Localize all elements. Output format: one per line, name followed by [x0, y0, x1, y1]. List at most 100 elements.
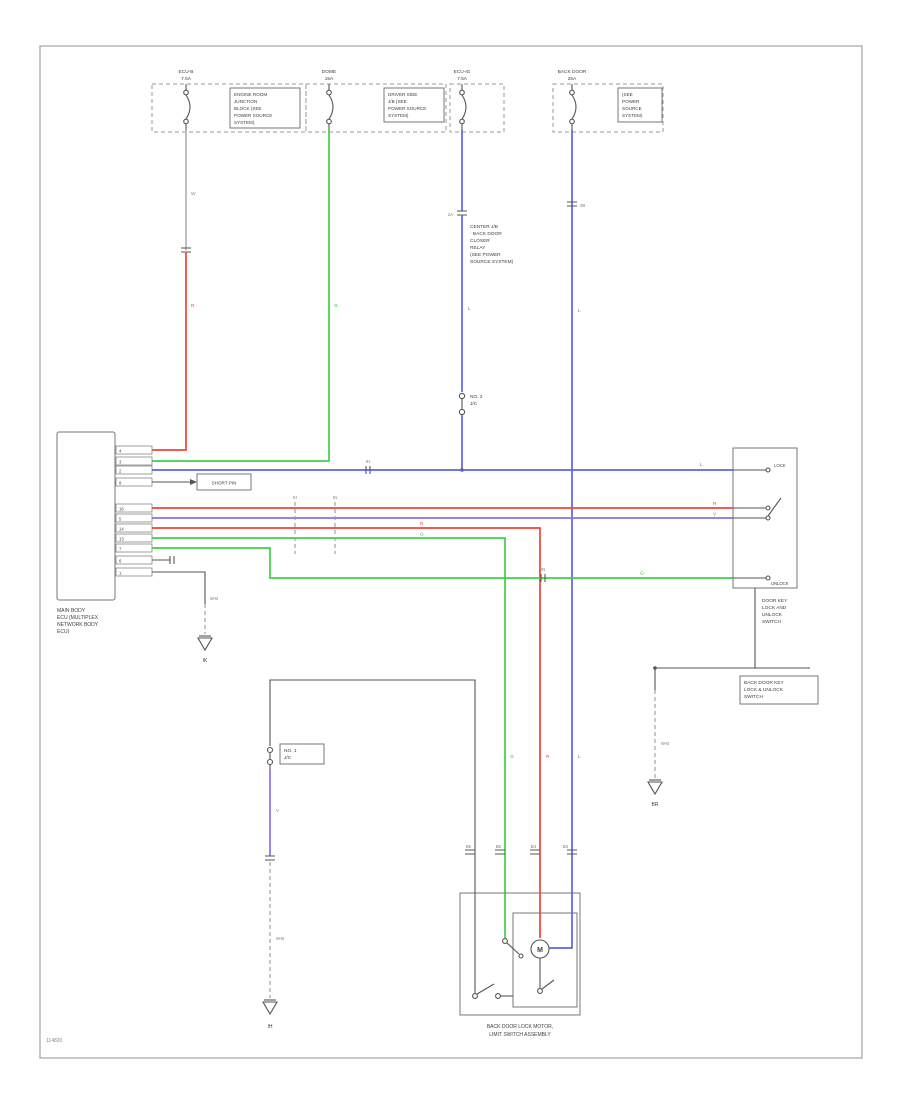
wire-ecuig-circuit: 2A L CENTER J/B · BACK DOOR CLOSER RELAY…	[448, 130, 514, 472]
jb-a-note-line: BLOCK (SEE	[234, 106, 262, 111]
pin-number: 7	[119, 547, 122, 552]
center-jb-note-line: (SEE POWER	[470, 252, 501, 258]
switch-arm	[767, 497, 782, 517]
wire-color-code: W-B	[276, 936, 284, 941]
ecu-label-line: ECU)	[57, 629, 70, 635]
wire-color-code: R	[191, 303, 195, 309]
wire-bus-horizontal: L IH SHORT PIN R V R R B4 G G B5 G IN IH…	[152, 459, 733, 893]
main-body-ecu-block: MAIN BODY ECU (MULTIPLEX NETWORK BODY EC…	[56, 431, 153, 635]
fuse-b-name: DOME	[322, 69, 336, 75]
motor-inner-outline	[512, 912, 578, 1008]
inline-connector-boundaries	[294, 502, 336, 554]
ecu-pin-row: 7	[115, 543, 153, 553]
wire-color-code: V	[713, 512, 717, 518]
switch-arm	[506, 942, 520, 955]
back-door-lock-motor-assembly: M BACK DOOR LOCK MOTOR, LIMIT SWITCH ASS…	[459, 892, 581, 1038]
connector-code: 2A	[448, 212, 453, 217]
center-jb-note-line: SOURCE SYSTEM)	[470, 259, 514, 265]
wire-color-code: G	[640, 571, 644, 577]
jc-no1-label: NO. 1	[284, 748, 297, 754]
junction-connector-no1: NO. 1 J/C	[266, 743, 325, 766]
fuse-block-b: DOME 15A DRIVER SIDE J/B (SEE POWER SOUR…	[305, 69, 447, 133]
key-lock-switch-assembly: LOCK UNLOCK DOOR KEY LOCK AND UNLOCK SWI…	[732, 447, 798, 625]
key-switch-assy-line: SWITCH	[744, 694, 763, 700]
junction-block-b-note-box	[383, 87, 445, 123]
junction-block-d-note-box	[617, 87, 663, 123]
wire-stub-row	[152, 556, 175, 564]
junction-block-a-dashed-box	[151, 83, 307, 133]
ecu-pin-row: 2	[115, 465, 153, 475]
fuse-c-amp: 7.5A	[457, 76, 468, 82]
connector-code: 2B	[580, 203, 585, 208]
wire-color-code: R	[713, 501, 717, 507]
ecu-label-line: NETWORK BODY	[57, 622, 99, 628]
pin-number: 13	[119, 537, 124, 542]
fuse-block-c: ECU-IG 7.5A	[449, 69, 505, 133]
motor-assy-label-line: LIMIT SWITCH ASSEMBLY	[489, 1032, 551, 1038]
pin-number: 6	[119, 559, 122, 564]
lock-position-label: LOCK	[774, 463, 786, 468]
wire-color-code: R	[546, 754, 550, 760]
jb-b-note-line: SYSTEM)	[388, 113, 409, 118]
short-pin-arrow	[190, 479, 197, 485]
pin-number: 5	[119, 517, 122, 522]
fuse-b-amp: 15A	[325, 76, 334, 82]
connector-code: IN	[333, 495, 337, 500]
junction-block-c-dashed-box	[449, 83, 505, 133]
wire-color-code: L	[468, 306, 471, 312]
motor-ground-path: B6 NO. 1 J/C V W-B IH	[262, 679, 476, 1030]
ground-left: W-B IK	[152, 571, 218, 664]
wire-color-code: L	[700, 462, 703, 468]
ground-name: IH	[268, 1024, 273, 1030]
jb-a-note-line: ENGINE ROOM	[234, 92, 267, 97]
key-switch-assy-line: BACK DOOR KEY	[744, 680, 785, 686]
ecu-pin-row: 1	[115, 567, 153, 577]
center-jb-note-line: CLOSER	[470, 238, 490, 244]
wire-dome-circuit: G	[152, 130, 338, 462]
fuse-d-symbol	[569, 84, 577, 132]
wire-color-code: G	[420, 532, 424, 538]
ground-symbol	[647, 781, 663, 796]
jb-b-note-line: J/B (SEE	[388, 99, 407, 104]
ecu-pin-row: 13	[115, 533, 153, 543]
jc-no1-label: J/C	[284, 755, 292, 761]
fuse-a-amp: 7.5A	[181, 76, 192, 82]
wire-color-code: W-B	[210, 596, 218, 601]
fuse-c-name: ECU-IG	[454, 69, 471, 75]
ecu-pin-row: 6	[115, 555, 153, 565]
junction-block-b-dashed-box	[305, 83, 447, 133]
wire-color-code: W	[191, 191, 196, 197]
jc-no2-label: J/C	[470, 401, 478, 407]
fuse-d-amp: 25A	[568, 76, 577, 82]
switch-arm	[476, 983, 495, 995]
wire-color-code: R	[420, 521, 424, 527]
diagram-frame	[39, 45, 863, 1059]
pin-number: 2	[119, 469, 122, 474]
jb-a-note-line: JUNCTION	[234, 99, 257, 104]
connector-code: IN	[541, 567, 545, 572]
wire-green-to-switch	[152, 547, 733, 579]
center-jb-note-line: CENTER J/B	[470, 224, 498, 230]
jb-d-note-line: (SEE	[622, 92, 633, 97]
connector-code: B5	[496, 844, 502, 849]
unlock-position-label: UNLOCK	[771, 581, 789, 586]
wire-red-to-motor	[152, 527, 541, 893]
connector-code: IH	[366, 459, 370, 464]
pin-number: 3	[119, 460, 122, 465]
fuse-block-a: ECU-B 7.5A ENGINE ROOM JUNCTION BLOCK (S…	[151, 69, 307, 133]
pin-number: 4	[119, 449, 122, 454]
ground-symbol	[262, 1001, 278, 1016]
motor-assy-label-line: BACK DOOR LOCK MOTOR,	[487, 1024, 553, 1030]
jb-a-note-line: POWER SOURCE	[234, 113, 272, 118]
page-code: 114820	[46, 1038, 63, 1044]
ecu-pin-row: 16	[115, 503, 153, 513]
ecu-label-line: ECU (MULTIPLEX	[57, 615, 99, 621]
connector-code: B6	[466, 844, 472, 849]
wire-backdoor-circuit: 2B L L B3	[563, 130, 585, 893]
key-switch-assy-box	[739, 675, 819, 705]
ground-name: BR	[652, 802, 659, 808]
ground-symbol	[197, 637, 213, 652]
wire-green-to-motor	[152, 537, 506, 893]
fuse-d-name: BACK DOOR	[558, 69, 587, 75]
